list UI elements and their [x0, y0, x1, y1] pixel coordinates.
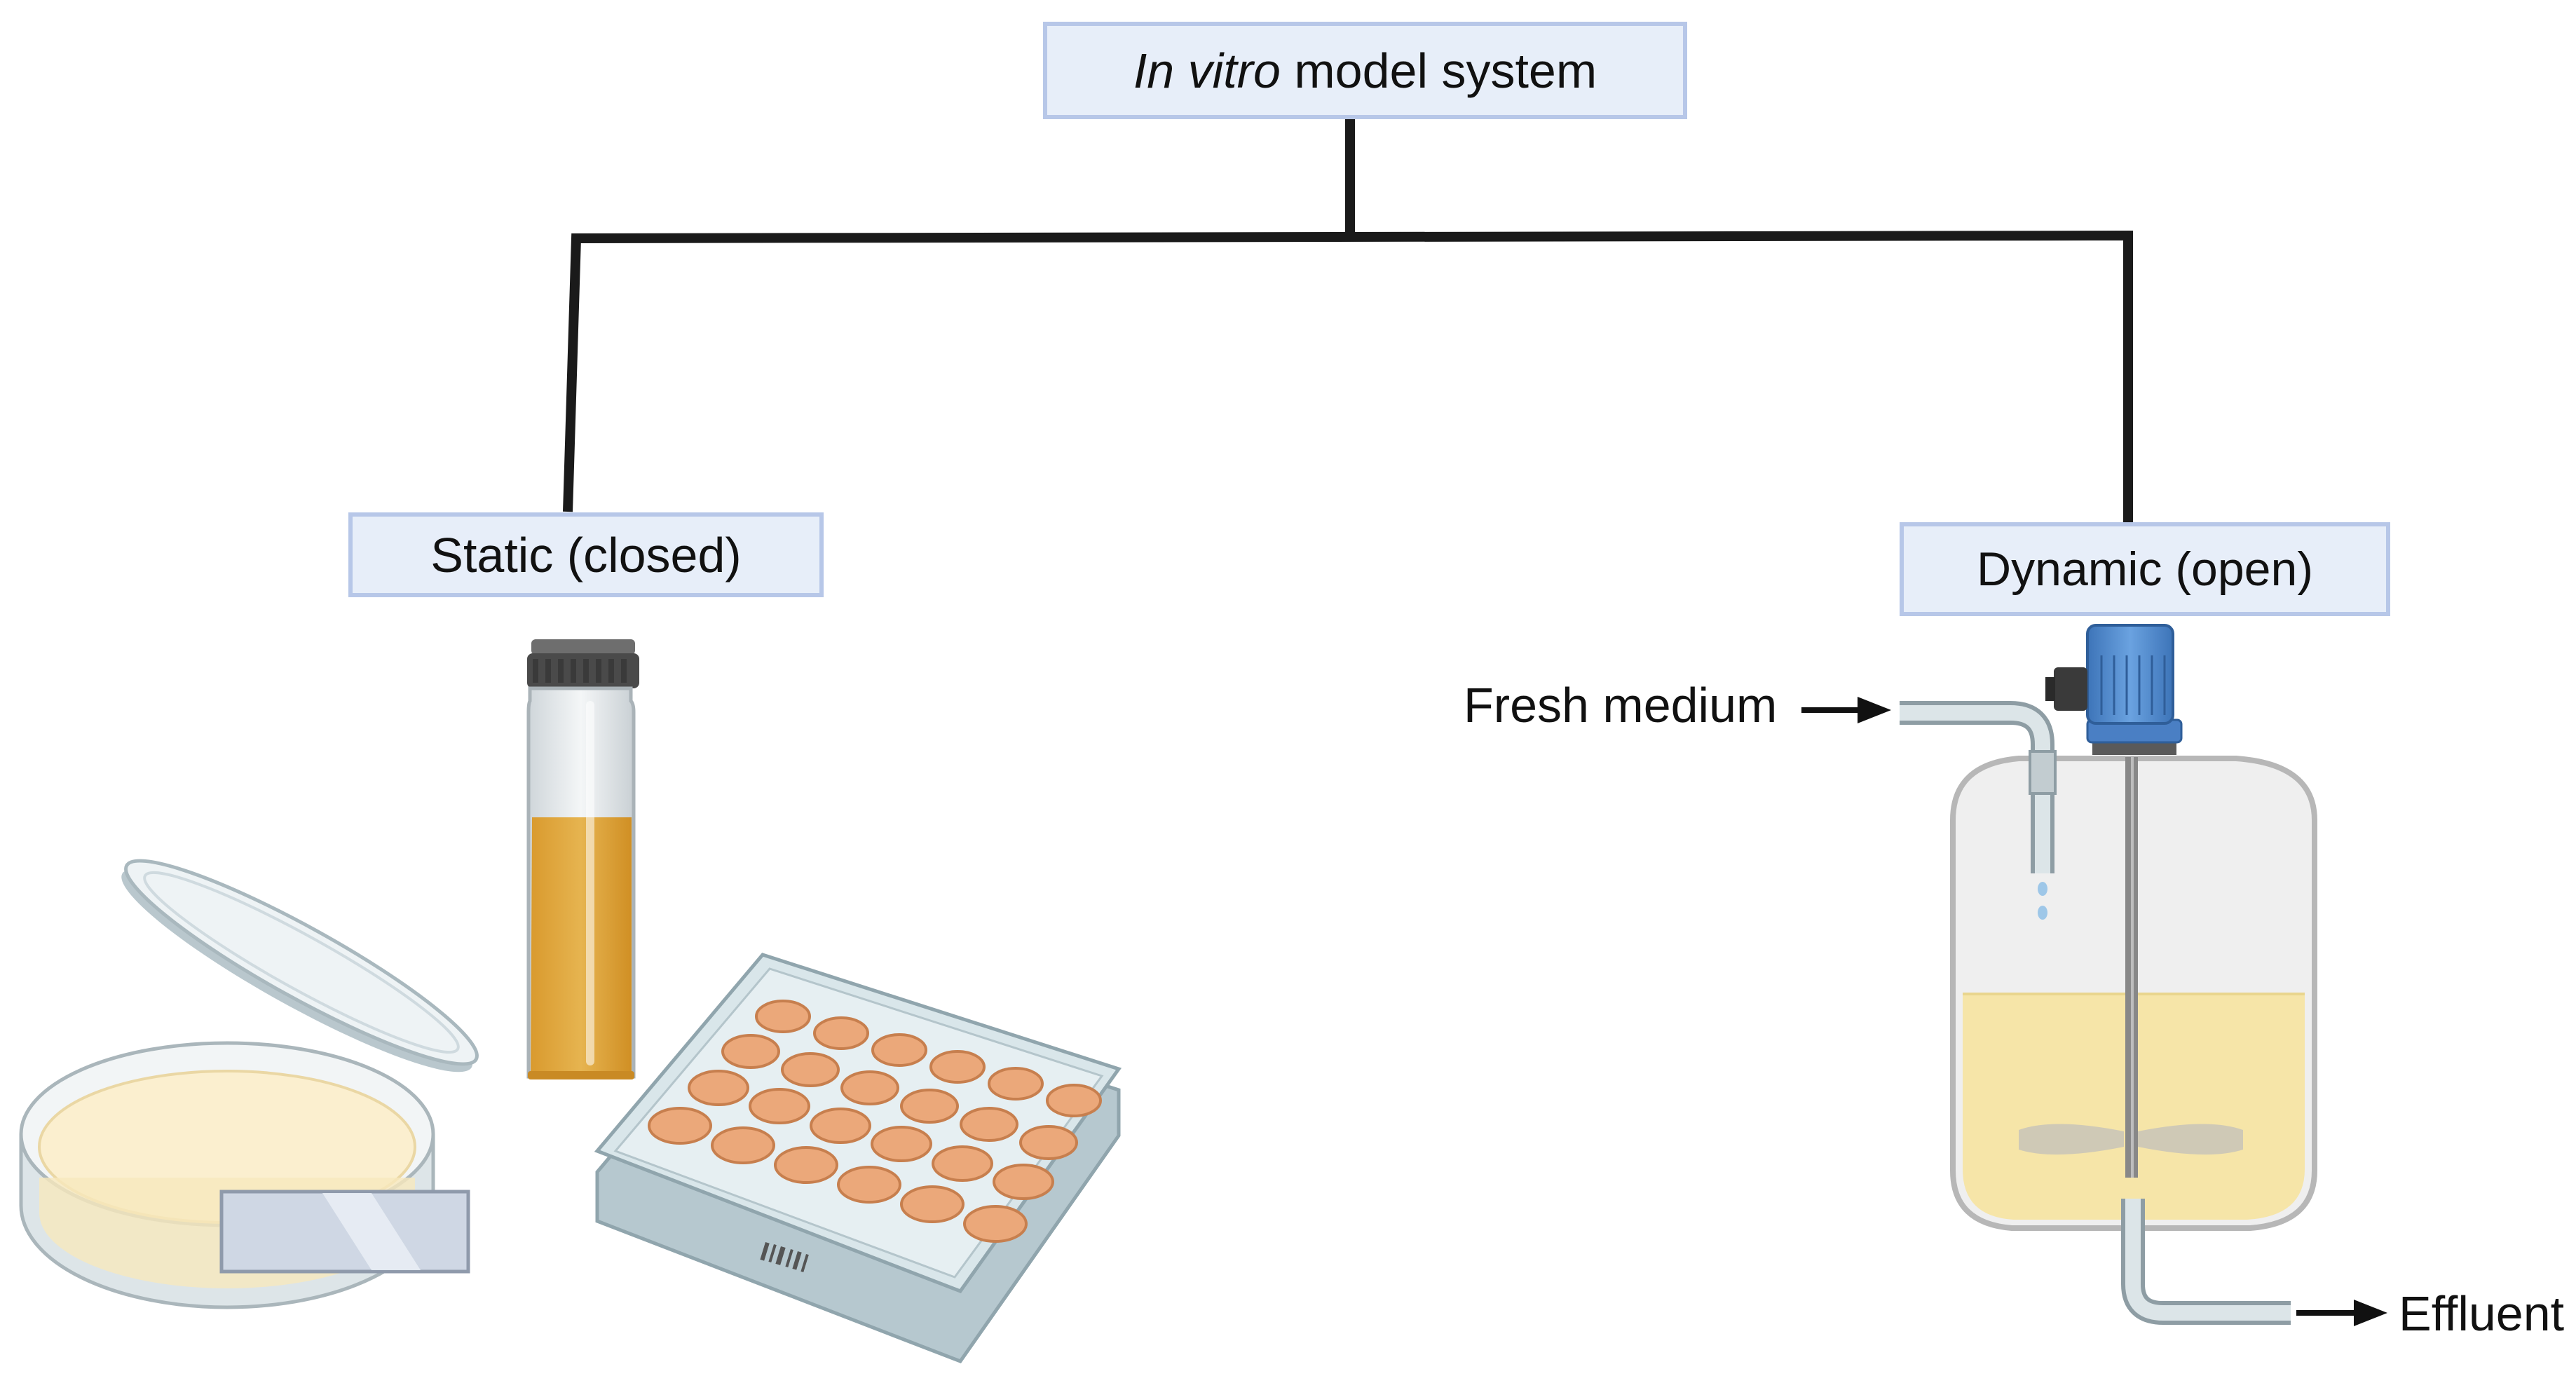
branch-line — [563, 230, 2133, 522]
fresh-medium-label: Fresh medium — [1464, 678, 1778, 733]
inlet-arrow-icon — [1801, 697, 1891, 723]
droplet-icon — [2038, 882, 2047, 920]
effluent-label: Effluent — [2399, 1286, 2565, 1341]
dynamic-node: Dynamic (open) — [1900, 522, 2390, 616]
well-plate-icon — [594, 953, 1122, 1364]
root-node-label: In vitro model system — [1133, 43, 1597, 98]
well-grid — [648, 1000, 1102, 1243]
static-node: Static (closed) — [348, 512, 824, 597]
outlet-pipe-icon — [2121, 1199, 2291, 1325]
root-node: In vitro model system — [1043, 22, 1687, 119]
stirrer-motor-icon — [2045, 624, 2183, 755]
culture-tube-icon — [526, 639, 639, 1079]
impeller-icon — [2019, 1124, 2243, 1155]
petri-dish-icon — [19, 859, 479, 1309]
bioreactor-icon — [1900, 624, 2317, 1325]
outlet-arrow-icon — [2296, 1300, 2387, 1326]
dynamic-node-label: Dynamic (open) — [1977, 543, 2313, 596]
glass-slide-icon — [219, 1190, 470, 1274]
tree-connectors — [563, 118, 2133, 522]
plate-barcode-icon — [760, 1242, 809, 1273]
petri-lid-icon — [121, 859, 479, 1072]
inlet-pipe-icon — [1900, 701, 2057, 873]
static-node-label: Static (closed) — [430, 527, 742, 583]
